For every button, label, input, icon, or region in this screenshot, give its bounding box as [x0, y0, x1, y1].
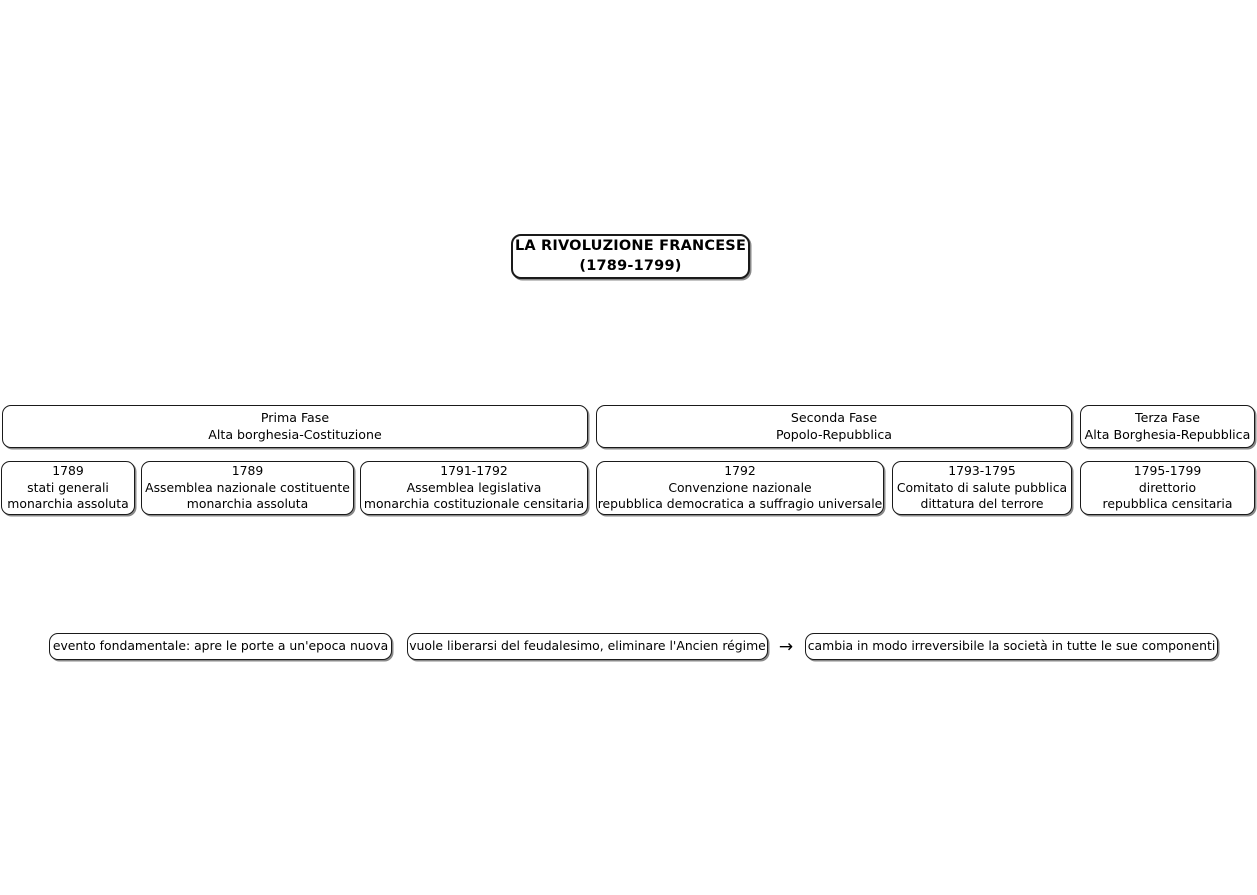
event-node-convenzione-nazionale[interactable]: 1792 Convenzione nazionale repubblica de… [596, 461, 884, 515]
note-node-evento-fondamentale[interactable]: evento fondamentale: apre le porte a un'… [49, 633, 392, 660]
note-text: vuole liberarsi del feudalesimo, elimina… [409, 638, 766, 654]
event-body: Comitato di salute pubblica [896, 479, 1068, 495]
event-years: 1793-1795 [948, 463, 1016, 479]
note-node-cambia-societa[interactable]: cambia in modo irreversibile la società … [805, 633, 1218, 660]
event-regime: monarchia assoluta [186, 496, 309, 512]
root-node-rivoluzione-francese[interactable]: LA RIVOLUZIONE FRANCESE (1789-1799) [511, 234, 750, 279]
arrow-right-icon: → [778, 637, 794, 657]
event-node-stati-generali[interactable]: 1789 stati generali monarchia assoluta [1, 461, 135, 515]
event-body: Assemblea nazionale costituente [145, 479, 350, 495]
note-text: evento fondamentale: apre le porte a un'… [52, 638, 389, 654]
phase-node-prima-fase[interactable]: Prima Fase Alta borghesia-Costituzione [2, 405, 588, 448]
event-node-direttorio[interactable]: 1795-1799 direttorio repubblica censitar… [1080, 461, 1255, 515]
event-node-assemblea-nazionale-costituente[interactable]: 1789 Assemblea nazionale costituente mon… [141, 461, 354, 515]
phase-subtitle: Alta borghesia-Costituzione [208, 426, 382, 442]
event-node-comitato-salute-pubblica[interactable]: 1793-1795 Comitato di salute pubblica di… [892, 461, 1072, 515]
note-text: cambia in modo irreversibile la società … [807, 638, 1216, 654]
event-body: Assemblea legislativa [406, 479, 542, 495]
event-body: stati generali [27, 479, 109, 495]
phase-node-seconda-fase[interactable]: Seconda Fase Popolo-Repubblica [596, 405, 1072, 448]
phase-name: Terza Fase [1135, 409, 1200, 425]
root-title-line1: LA RIVOLUZIONE FRANCESE [514, 238, 747, 255]
event-node-assemblea-legislativa[interactable]: 1791-1792 Assemblea legislativa monarchi… [360, 461, 588, 515]
phase-name: Seconda Fase [790, 409, 878, 425]
root-title-line2: (1789-1799) [579, 257, 682, 274]
event-regime: dittatura del terrore [920, 496, 1044, 512]
event-body: direttorio [1138, 479, 1197, 495]
phase-name: Prima Fase [260, 409, 330, 425]
event-years: 1789 [52, 463, 84, 479]
event-years: 1791-1792 [440, 463, 508, 479]
event-years: 1795-1799 [1133, 463, 1202, 479]
event-regime: repubblica censitaria [1102, 496, 1233, 512]
event-years: 1792 [724, 463, 756, 479]
phase-subtitle: Alta Borghesia-Repubblica [1084, 426, 1251, 442]
event-regime: monarchia costituzionale censitaria [363, 496, 585, 512]
event-regime: repubblica democratica a suffragio unive… [597, 496, 883, 512]
note-node-liberarsi-feudalesimo[interactable]: vuole liberarsi del feudalesimo, elimina… [407, 633, 768, 660]
event-body: Convenzione nazionale [668, 479, 812, 495]
event-regime: monarchia assoluta [7, 496, 129, 512]
phase-node-terza-fase[interactable]: Terza Fase Alta Borghesia-Repubblica [1080, 405, 1255, 448]
event-years: 1789 [231, 463, 264, 479]
phase-subtitle: Popolo-Repubblica [775, 426, 893, 442]
